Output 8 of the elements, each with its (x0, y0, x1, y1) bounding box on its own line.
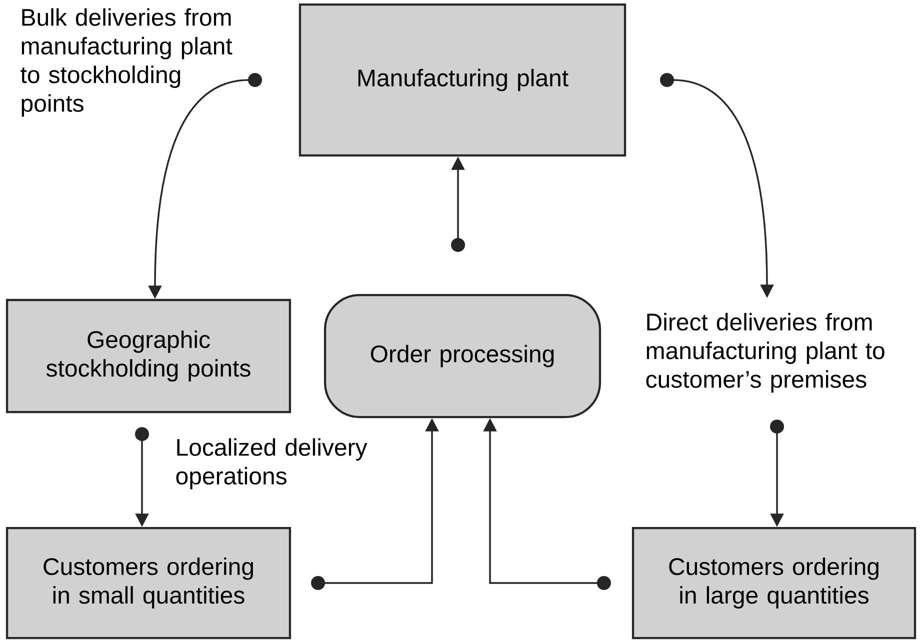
process-box: Customers ordering in small quantities (6, 526, 292, 640)
rounded-box: Order processing (324, 294, 602, 418)
process-box: Geographic stockholding points (6, 298, 292, 414)
process-box: Manufacturing plant (298, 3, 626, 157)
edge-label: Localized delivery operations (176, 438, 368, 490)
note-text: Direct deliveries from manufacturing plant to customer’s premises (646, 312, 884, 393)
process-box: Customers ordering in large quantities (632, 526, 916, 640)
edge-label: Bulk deliveries from manufacturing plant to stockholding points (20, 8, 232, 117)
